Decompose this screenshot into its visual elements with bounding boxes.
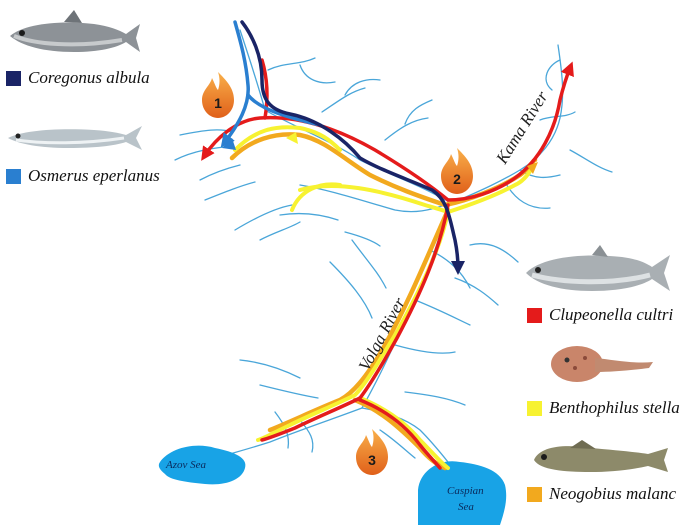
route-neogobius — [229, 132, 538, 471]
round-goby-icon — [534, 440, 668, 472]
fire-icon — [202, 72, 234, 118]
whitefish-icon — [10, 10, 140, 52]
arrowhead-yellow-right — [527, 162, 538, 174]
smelt-icon — [8, 126, 142, 150]
caspian-sea-shape — [418, 461, 507, 525]
arrowhead-osmerus-left — [222, 138, 236, 150]
caspian-sea-label: Caspian — [447, 485, 484, 497]
route-clupeonella — [201, 58, 574, 470]
legend-label: Neogobius malanc — [549, 484, 677, 503]
legend-swatch — [6, 168, 21, 184]
legend-item-neogobius: Neogobius malanc — [527, 484, 676, 504]
legend-swatch — [527, 486, 542, 502]
caspian-sea-label-line2: Sea — [458, 501, 474, 513]
marker-number: 1 — [214, 95, 222, 111]
azov-sea-label: Azov Sea — [165, 459, 207, 471]
route-coregonus — [240, 20, 465, 275]
legend-item-osmerus-eperlanus: Osmerus eperlanus — [6, 166, 160, 186]
arrowhead-yellow-left — [286, 132, 298, 144]
legend-swatch — [527, 307, 542, 323]
legend-item-clupeonella: Clupeonella cultri — [527, 305, 673, 325]
legend-swatch — [6, 70, 21, 86]
legend-label: Benthophilus stella — [549, 398, 680, 417]
kama-river-label: Kama River — [492, 87, 552, 168]
legend-label: Osmerus eperlanus — [28, 166, 160, 185]
river-network — [174, 29, 613, 463]
marker-number: 2 — [453, 171, 461, 187]
fire-marker-2: 2 — [441, 148, 473, 194]
tadpole-goby-icon — [551, 346, 653, 382]
azov-sea-shape — [158, 445, 246, 485]
fire-icon — [356, 429, 388, 475]
marker-number: 3 — [368, 452, 376, 468]
legend-label: Clupeonella cultri — [549, 305, 674, 324]
fire-icon — [441, 148, 473, 194]
legend-item-benthophilus: Benthophilus stella — [527, 398, 680, 418]
fire-marker-1: 1 — [202, 72, 234, 118]
legend-item-coregonus-albula: Coregonus albula — [6, 68, 150, 88]
kilka-icon — [526, 245, 670, 291]
legend-label: Coregonus albula — [28, 68, 150, 87]
route-osmerus — [220, 20, 322, 148]
legend-swatch — [527, 400, 542, 416]
fire-marker-3: 3 — [356, 429, 388, 475]
